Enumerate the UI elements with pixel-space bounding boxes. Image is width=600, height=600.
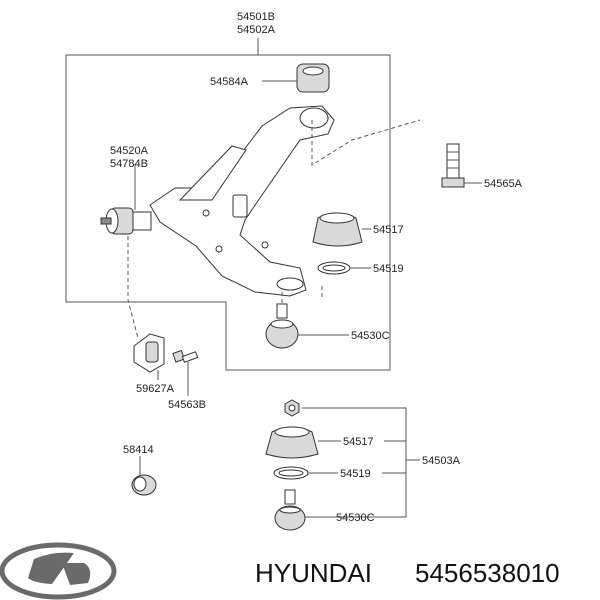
bushing-54584a [296,63,330,93]
bushing-54520a [100,207,152,235]
cap-58414 [131,474,157,496]
assembly-frame [65,54,391,371]
dashed-line-bushing [127,236,139,339]
label-54519-bottom: 54519 [340,468,371,480]
bolt-54563b [172,349,199,363]
label-54503a: 54503A [422,455,461,467]
label-54530c-top: 54530C [351,330,390,342]
ring-54519-bottom [273,466,309,480]
hyundai-logo-icon [0,542,117,600]
label-54584a: 54584A [210,76,249,88]
label-54501b: 54501B [237,11,275,23]
label-54563b: 54563B [168,399,206,411]
label-59627a: 59627A [136,383,175,395]
label-54520a: 54520A [110,145,149,157]
label-54502a: 54502A [237,24,276,36]
label-54519-top: 54519 [373,263,404,275]
dust-cover-54517-bottom [265,426,319,459]
ball-joint-54530c-top [265,303,299,349]
label-54530c-bottom: 54530C [336,512,375,524]
label-54517-bottom: 54517 [343,436,374,448]
dashed-line-bolt [311,119,421,166]
label-58414: 58414 [123,444,154,456]
bracket-59627a [133,333,165,373]
footer-part-number: 5456538010 [415,558,560,588]
bolt-54565a [441,143,465,188]
nut [284,399,300,417]
label-54565a: 54565A [484,178,523,190]
assembly-bracket-54503a [302,407,407,518]
ring-54519-top [317,261,351,275]
dust-cover-54517-top [312,212,363,247]
lower-control-arm [149,105,335,297]
ball-joint-54530c-bottom [274,489,306,531]
footer-brand: HYUNDAI [255,558,372,588]
label-54517-top: 54517 [373,224,404,236]
label-54784b: 54784B [110,158,148,170]
